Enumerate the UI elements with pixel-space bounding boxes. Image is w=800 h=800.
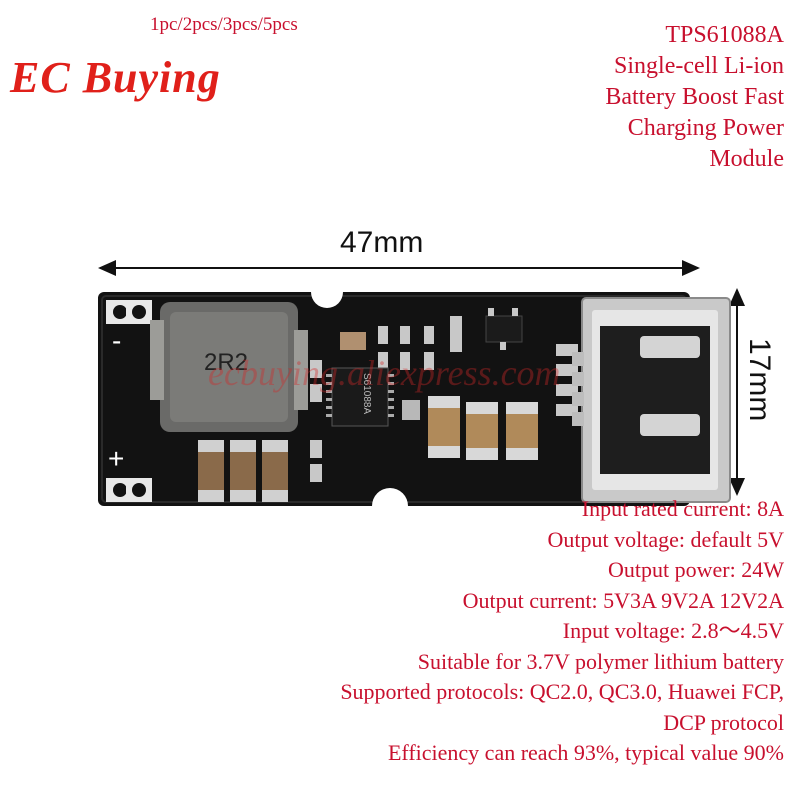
title-line: Module	[709, 146, 784, 172]
title-line: TPS61088A	[665, 22, 784, 48]
width-dimension-label: 47mm	[340, 226, 424, 259]
inductor-marking: 2R2	[204, 349, 248, 376]
title-line: Charging Power	[627, 115, 784, 141]
height-dimension-arrow	[729, 288, 745, 496]
input-capacitors	[198, 440, 288, 502]
height-dimension-label: 17mm	[743, 338, 776, 422]
spec-item: DCP protocol	[663, 709, 784, 735]
output-capacitors	[402, 396, 538, 460]
minus-terminal-label: -	[112, 325, 121, 356]
spec-item: Suitable for 3.7V polymer lithium batter…	[417, 648, 784, 674]
tps61088-chip	[326, 367, 394, 427]
spec-item: Input rated current: 8A	[581, 496, 784, 521]
spec-list: Input rated current: 8A Output voltage: …	[144, 494, 784, 769]
spec-item: Efficiency can reach 93%, typical value …	[387, 740, 784, 765]
title-line: Single-cell Li-ion	[614, 53, 784, 79]
transistor	[485, 308, 523, 350]
mounting-pads	[106, 300, 152, 502]
spec-item: Output power: 24W	[608, 557, 784, 582]
spec-item: Output voltage: default 5V	[547, 526, 784, 552]
inductor	[150, 302, 308, 432]
width-dimension-arrow	[98, 260, 700, 276]
chip-marking: S61088A	[361, 373, 372, 414]
brand-logo: EC Buying	[10, 53, 221, 102]
plus-terminal-label: +	[108, 443, 124, 474]
quantity-options: 1pc/2pcs/3pcs/5pcs	[150, 14, 298, 35]
spec-item: Output current: 5V3A 9V2A 12V2A	[462, 587, 784, 613]
spec-item: Supported protocols: QC2.0, QC3.0, Huawe…	[340, 679, 784, 704]
title-line: Battery Boost Fast	[605, 84, 784, 110]
watermark: ecbuying.aliexpress.com	[208, 353, 561, 393]
spec-item: Input voltage: 2.8～4.5V	[562, 618, 784, 643]
usb-port	[572, 297, 731, 503]
product-title: TPS61088A Single-cell Li-ion Battery Boo…	[484, 20, 784, 175]
